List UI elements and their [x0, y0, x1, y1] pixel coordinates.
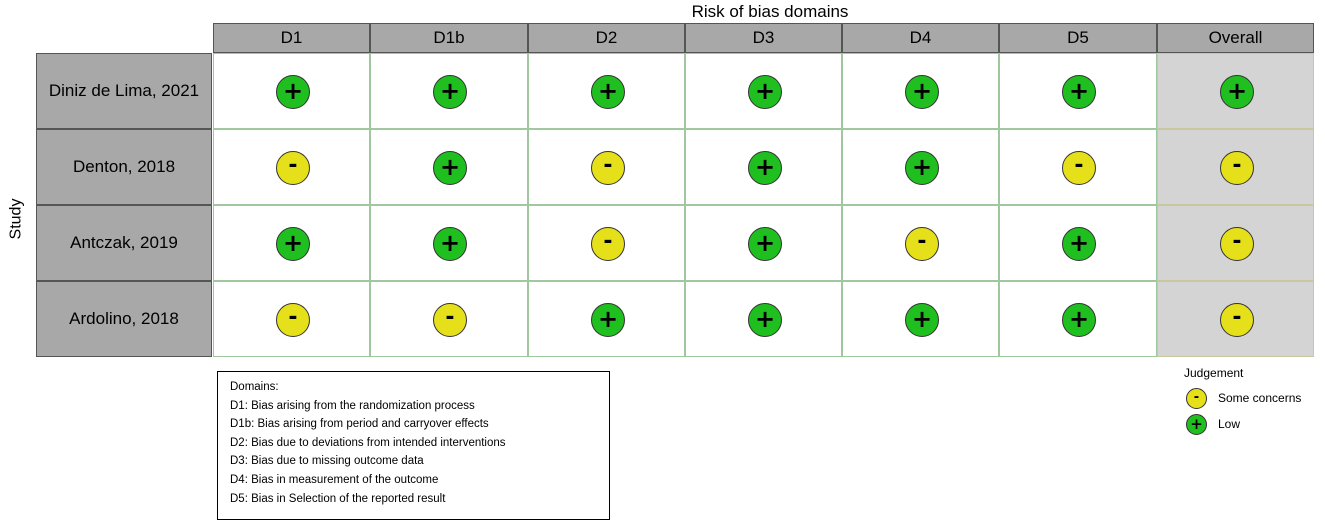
judgement-cell: +: [842, 129, 999, 205]
low-risk-icon: +: [433, 75, 467, 109]
judgement-cell: +: [370, 129, 528, 205]
low-risk-icon: +: [748, 303, 782, 337]
low-risk-icon: +: [433, 227, 467, 261]
low-risk-icon: +: [591, 75, 625, 109]
low-risk-icon: +: [748, 75, 782, 109]
judgement-cell: -: [999, 129, 1157, 205]
domains-heading: Domains:: [230, 381, 279, 393]
legend-item-low: + Low: [1184, 414, 1324, 436]
judgement-cell: -: [213, 281, 370, 357]
low-risk-icon: +: [276, 75, 310, 109]
low-risk-icon: +: [276, 227, 310, 261]
column-header-d2: D2: [528, 23, 685, 53]
some-concerns-icon: -: [1220, 227, 1254, 261]
domain-line-d4: D4: Bias in measurement of the outcome: [230, 473, 439, 486]
judgement-cell: +: [685, 281, 842, 357]
some-concerns-icon: -: [905, 227, 939, 261]
judgement-cell: +: [842, 53, 999, 129]
judgement-cell: +: [213, 205, 370, 281]
some-concerns-icon: -: [1062, 151, 1096, 185]
low-risk-icon: +: [1062, 227, 1096, 261]
judgement-cell: +: [1157, 53, 1314, 129]
judgement-cell: -: [842, 205, 999, 281]
legend-label-low: Low: [1218, 417, 1241, 431]
judgement-cell: -: [1157, 129, 1314, 205]
low-risk-icon: +: [905, 75, 939, 109]
judgement-cell: +: [999, 205, 1157, 281]
judgement-cell: +: [528, 281, 685, 357]
judgement-cell: +: [685, 205, 842, 281]
judgement-cell: +: [370, 53, 528, 129]
domain-line-d5: D5: Bias in Selection of the reported re…: [230, 492, 446, 505]
column-header-overall: Overall: [1157, 23, 1314, 53]
judgement-cell: -: [528, 129, 685, 205]
some-concerns-icon: -: [1220, 151, 1254, 185]
legend: Judgement - Some concerns + Low: [1184, 366, 1324, 446]
some-concerns-icon: -: [591, 227, 625, 261]
y-axis-label: Study: [7, 198, 25, 240]
judgement-cell: -: [370, 281, 528, 357]
low-risk-icon: +: [905, 151, 939, 185]
judgement-cell: +: [370, 205, 528, 281]
column-header-d3: D3: [685, 23, 842, 53]
some-concerns-icon: -: [433, 303, 467, 337]
column-header-d5: D5: [999, 23, 1157, 53]
legend-item-some-concerns: - Some concerns: [1184, 388, 1324, 410]
study-label: Denton, 2018: [36, 129, 212, 205]
domain-line-d1b: D1b: Bias arising from period and carryo…: [230, 418, 489, 431]
low-risk-icon: +: [1062, 75, 1096, 109]
low-risk-icon: +: [433, 151, 467, 185]
chart-title: Risk of bias domains: [691, 2, 849, 21]
some-concerns-icon: -: [1186, 388, 1207, 409]
low-risk-icon: +: [591, 303, 625, 337]
domain-line-d2: D2: Bias due to deviations from intended…: [230, 436, 506, 449]
low-risk-icon: +: [1062, 303, 1096, 337]
judgement-cell: +: [999, 281, 1157, 357]
domain-line-d1: D1: Bias arising from the randomization …: [230, 399, 475, 412]
domains-box: Domains: D1: Bias arising from the rando…: [217, 371, 610, 520]
low-risk-icon: +: [905, 303, 939, 337]
column-header-d1: D1: [213, 23, 370, 53]
judgement-cell: +: [685, 129, 842, 205]
low-risk-icon: +: [1186, 414, 1207, 435]
some-concerns-icon: -: [276, 303, 310, 337]
column-header-d4: D4: [842, 23, 999, 53]
judgement-cell: +: [213, 53, 370, 129]
some-concerns-icon: -: [276, 151, 310, 185]
some-concerns-icon: -: [1220, 303, 1254, 337]
study-label: Antczak, 2019: [36, 205, 212, 281]
study-label: Diniz de Lima, 2021: [36, 53, 212, 129]
judgement-cell: -: [528, 205, 685, 281]
judgement-cell: -: [213, 129, 370, 205]
column-header-d1b: D1b: [370, 23, 528, 53]
judgement-cell: +: [842, 281, 999, 357]
judgement-cell: +: [685, 53, 842, 129]
low-risk-icon: +: [748, 227, 782, 261]
some-concerns-icon: -: [591, 151, 625, 185]
judgement-cell: -: [1157, 205, 1314, 281]
legend-label-some-concerns: Some concerns: [1218, 391, 1302, 405]
legend-title: Judgement: [1184, 366, 1244, 380]
judgement-cell: +: [528, 53, 685, 129]
low-risk-icon: +: [748, 151, 782, 185]
study-label: Ardolino, 2018: [36, 281, 212, 357]
judgement-cell: -: [1157, 281, 1314, 357]
low-risk-icon: +: [1220, 75, 1254, 109]
judgement-cell: +: [999, 53, 1157, 129]
domain-line-d3: D3: Bias due to missing outcome data: [230, 455, 424, 468]
